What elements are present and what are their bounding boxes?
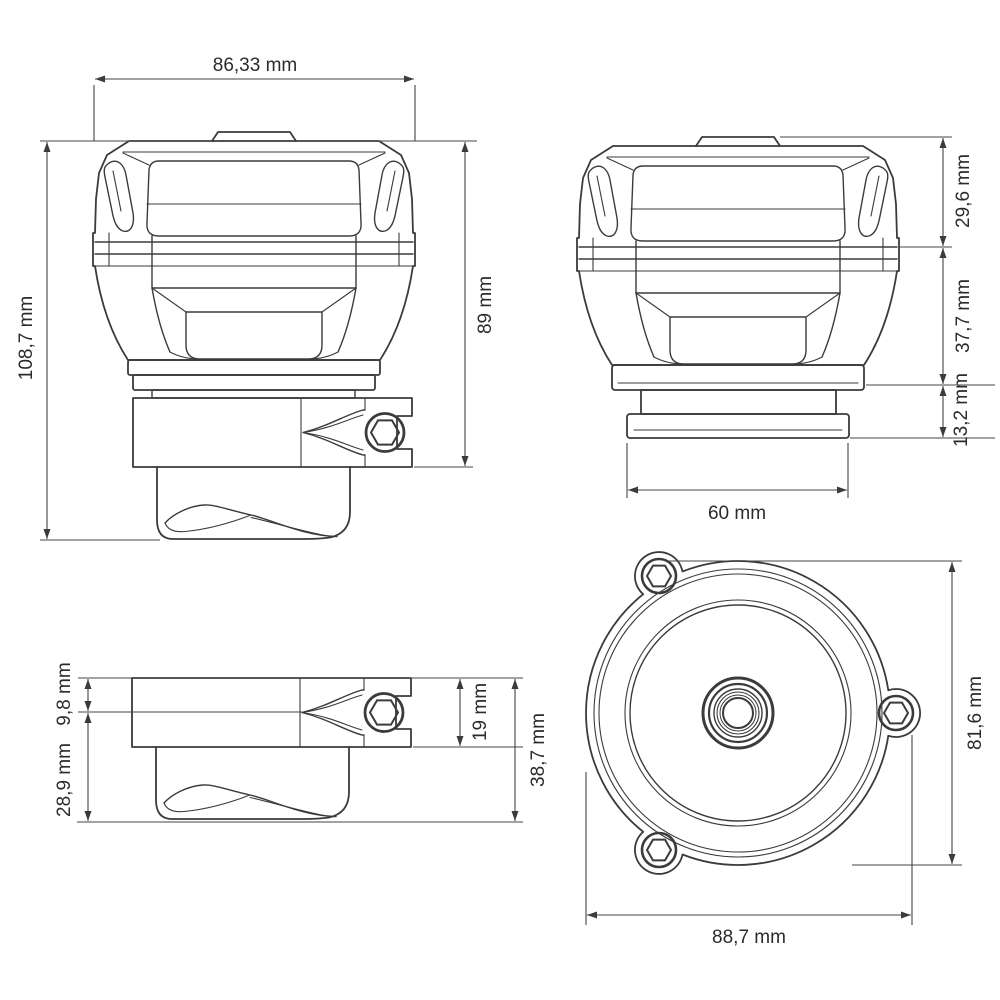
dim-label-pipe-lower: 28,9 mm — [54, 743, 75, 817]
dim-label-front-width: 86,33 mm — [213, 55, 297, 76]
raised-face-outer — [624, 599, 852, 827]
hex-bolt-right — [877, 694, 915, 732]
dim-side-body-height: 37,7 mm — [866, 248, 995, 386]
dim-front-body-height: 89 mm — [414, 142, 496, 468]
flange-edge-ring — [593, 568, 883, 858]
flange-outline — [585, 551, 921, 875]
front-view: 86,33 mm 108,7 mm 89 mm — [16, 55, 496, 541]
bottom-view: 81,6 mm 88,7 mm — [585, 551, 986, 948]
side-view: 29,6 mm 37,7 mm 13,2 mm 60 mm — [576, 136, 995, 524]
valve-body-side — [576, 136, 900, 366]
dim-label-clamp-upper: 9,8 mm — [54, 662, 75, 725]
front-base-rings — [127, 359, 381, 399]
dim-clamp-total-height: 38,7 mm — [511, 679, 549, 821]
dim-clamp-upper: 9,8 mm — [54, 662, 92, 726]
dim-label-side-flange-width: 60 mm — [708, 503, 766, 524]
dim-label-clamp-total-height: 38,7 mm — [528, 713, 549, 787]
dim-clamp-height: 19 mm — [456, 679, 491, 746]
dim-label-clamp-height: 19 mm — [470, 683, 491, 741]
vband-clamp-detail — [130, 676, 413, 821]
valve-body-front — [92, 131, 416, 361]
center-port — [701, 676, 775, 750]
dim-label-side-body-height: 37,7 mm — [953, 279, 974, 353]
dim-front-width: 86,33 mm — [93, 55, 416, 141]
dim-side-cap-height: 29,6 mm — [780, 136, 974, 248]
clamp-detail-view: 9,8 mm 28,9 mm 19 mm 38,7 mm — [54, 662, 549, 823]
hex-bolt-bottom-left — [640, 831, 678, 869]
dim-pipe-lower: 28,9 mm — [54, 713, 92, 821]
dim-bottom-height: 81,6 mm — [668, 560, 986, 866]
side-flange-rings — [611, 364, 865, 439]
dim-label-bottom-height: 81,6 mm — [965, 676, 986, 750]
dim-label-side-flange-height: 13,2 mm — [951, 373, 972, 447]
flange-inner-ring — [598, 573, 878, 853]
dim-side-flange-height: 13,2 mm — [850, 373, 995, 447]
hex-bolt-top-left — [640, 557, 678, 595]
dim-bottom-width: 88,7 mm — [585, 735, 913, 948]
vband-clamp-front — [131, 396, 414, 541]
dim-label-side-cap-height: 29,6 mm — [953, 154, 974, 228]
dim-label-front-body-height: 89 mm — [475, 276, 496, 334]
dim-side-flange-width: 60 mm — [626, 443, 849, 524]
dim-front-total-height: 108,7 mm — [16, 140, 477, 541]
dim-label-bottom-width: 88,7 mm — [712, 927, 786, 948]
dim-label-front-total-height: 108,7 mm — [16, 296, 37, 380]
raised-face-inner — [629, 604, 847, 822]
